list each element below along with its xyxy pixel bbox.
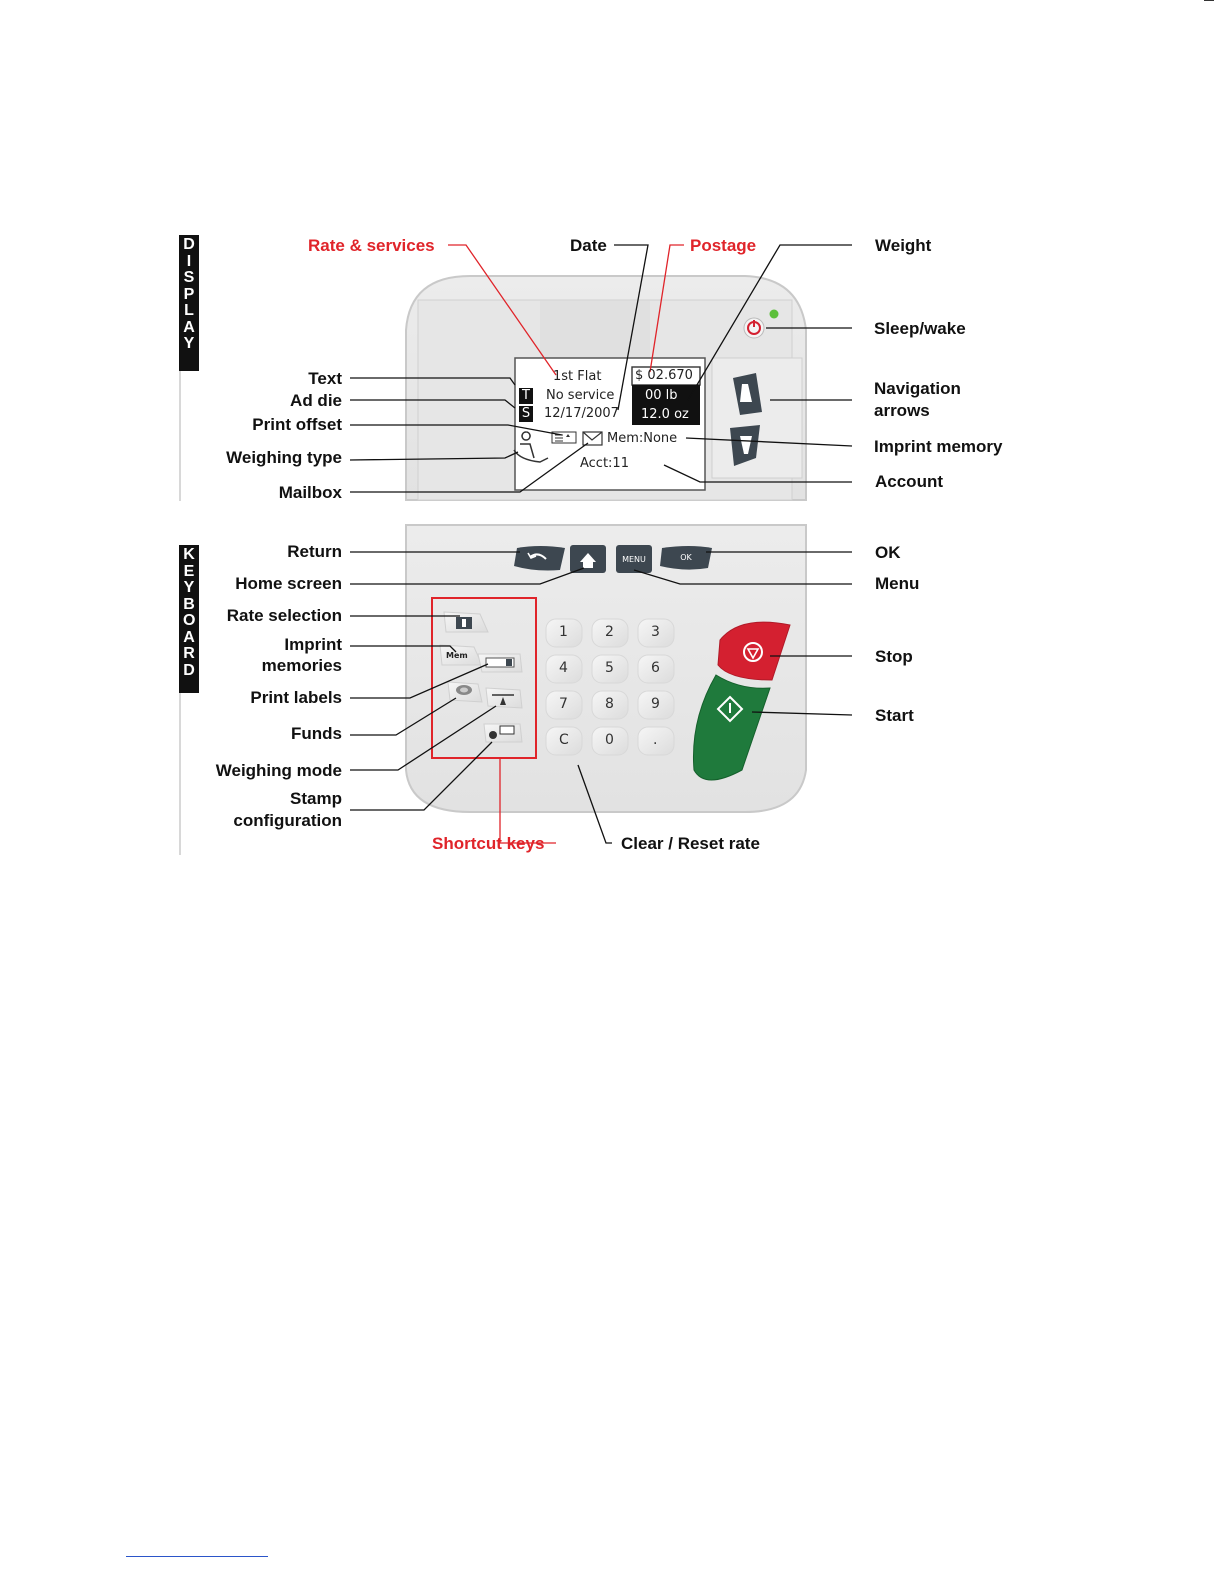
label-rate-services: Rate & services [308, 236, 435, 255]
label-sleep-wake: Sleep/wake [874, 319, 966, 338]
label-shortcut-keys: Shortcut keys [432, 834, 545, 853]
key-3[interactable]: 3 [651, 624, 660, 640]
callout-lines [349, 244, 853, 844]
label-imprint-memories-2: memories [261, 656, 342, 675]
label-menu: Menu [875, 574, 920, 593]
key-clear[interactable]: C [559, 732, 569, 748]
side-tab-letter: R [183, 645, 195, 662]
lcd-date: 12/17/2007 [544, 406, 619, 421]
footnote-rule [126, 1556, 268, 1557]
side-tab-letter: D [183, 661, 195, 679]
menu-key-label[interactable]: MENU [622, 555, 646, 564]
lcd-ad-flag: S [519, 406, 533, 422]
label-ad-die: Ad die [290, 391, 342, 410]
side-tab-letter: Y [183, 579, 195, 596]
label-ok: OK [875, 543, 901, 562]
side-tab-letter: A [183, 318, 195, 336]
key-4[interactable]: 4 [559, 660, 568, 676]
label-stop: Stop [875, 647, 913, 666]
red-callout-lines [448, 244, 684, 844]
side-tab-letter: E [183, 562, 195, 580]
label-postage: Postage [690, 236, 757, 255]
shortcut-keys-box [431, 597, 537, 759]
label-print-offset: Print offset [252, 415, 342, 434]
label-text: Text [308, 369, 342, 388]
label-date: Date [570, 236, 607, 255]
ok-key-label[interactable]: OK [680, 553, 692, 562]
side-tab-letter: I [186, 252, 192, 270]
label-clear-reset: Clear / Reset rate [621, 834, 760, 853]
lcd-service: No service [546, 388, 615, 403]
label-mailbox: Mailbox [278, 483, 342, 502]
key-9[interactable]: 9 [651, 696, 660, 712]
key-6[interactable]: 6 [651, 660, 660, 676]
key-8[interactable]: 8 [605, 696, 614, 712]
side-tab-letter: O [183, 612, 196, 629]
side-tab-letter: A [183, 628, 195, 646]
label-imprint-memories-1: Imprint [284, 635, 342, 654]
label-imprint-memory: Imprint memory [874, 437, 1003, 456]
mem-key-label[interactable]: Mem [446, 651, 468, 660]
menu-key [616, 545, 652, 573]
side-tab-letter: S [183, 269, 195, 286]
label-navigation-arrows-2: arrows [874, 401, 930, 420]
label-navigation-arrows-1: Navigation [874, 379, 961, 398]
key-1[interactable]: 1 [559, 624, 568, 640]
lcd-weight-oz: 12.0 oz [641, 407, 689, 422]
stop-key [717, 621, 791, 681]
label-weight: Weight [875, 236, 932, 255]
start-key [693, 674, 771, 781]
label-print-labels: Print labels [250, 688, 342, 707]
keyboard-tab-strip [179, 693, 181, 855]
key-7[interactable]: 7 [559, 696, 568, 712]
side-tab-letter: B [183, 595, 195, 613]
label-stamp-configuration-2: configuration [233, 811, 342, 830]
side-tab-letter: L [184, 302, 194, 319]
label-stamp-configuration-1: Stamp [290, 789, 342, 808]
lcd-service-class: 1st Flat [553, 369, 602, 384]
label-weighing-mode: Weighing mode [215, 761, 342, 780]
key-0[interactable]: 0 [605, 732, 614, 748]
lcd-memory: Mem:None [607, 431, 678, 446]
label-home-screen: Home screen [235, 574, 342, 593]
lcd-text-flag: T [519, 388, 533, 404]
label-rate-selection: Rate selection [226, 606, 342, 625]
side-tab-letter: P [183, 285, 195, 303]
page-corner-mark [1204, 0, 1214, 1]
return-key [514, 546, 565, 571]
lcd-postage: $ 02.670 [635, 368, 693, 383]
key-5[interactable]: 5 [605, 660, 614, 676]
lcd-weight-lb: 00 lb [645, 388, 678, 403]
lcd-account: Acct:11 [580, 456, 629, 471]
key-2[interactable]: 2 [605, 624, 614, 640]
side-tab-letter: K [183, 546, 195, 563]
key-dot[interactable]: . [653, 732, 658, 748]
label-return: Return [287, 542, 342, 561]
label-weighing-type: Weighing type [226, 448, 342, 467]
side-tab-letter: D [183, 236, 195, 253]
label-funds: Funds [291, 724, 342, 743]
numeric-keypad [545, 618, 675, 756]
ok-key [660, 546, 712, 570]
display-tab-strip [179, 371, 181, 501]
side-tab-letter: Y [183, 335, 195, 352]
label-start: Start [875, 706, 914, 725]
label-account: Account [875, 472, 943, 491]
